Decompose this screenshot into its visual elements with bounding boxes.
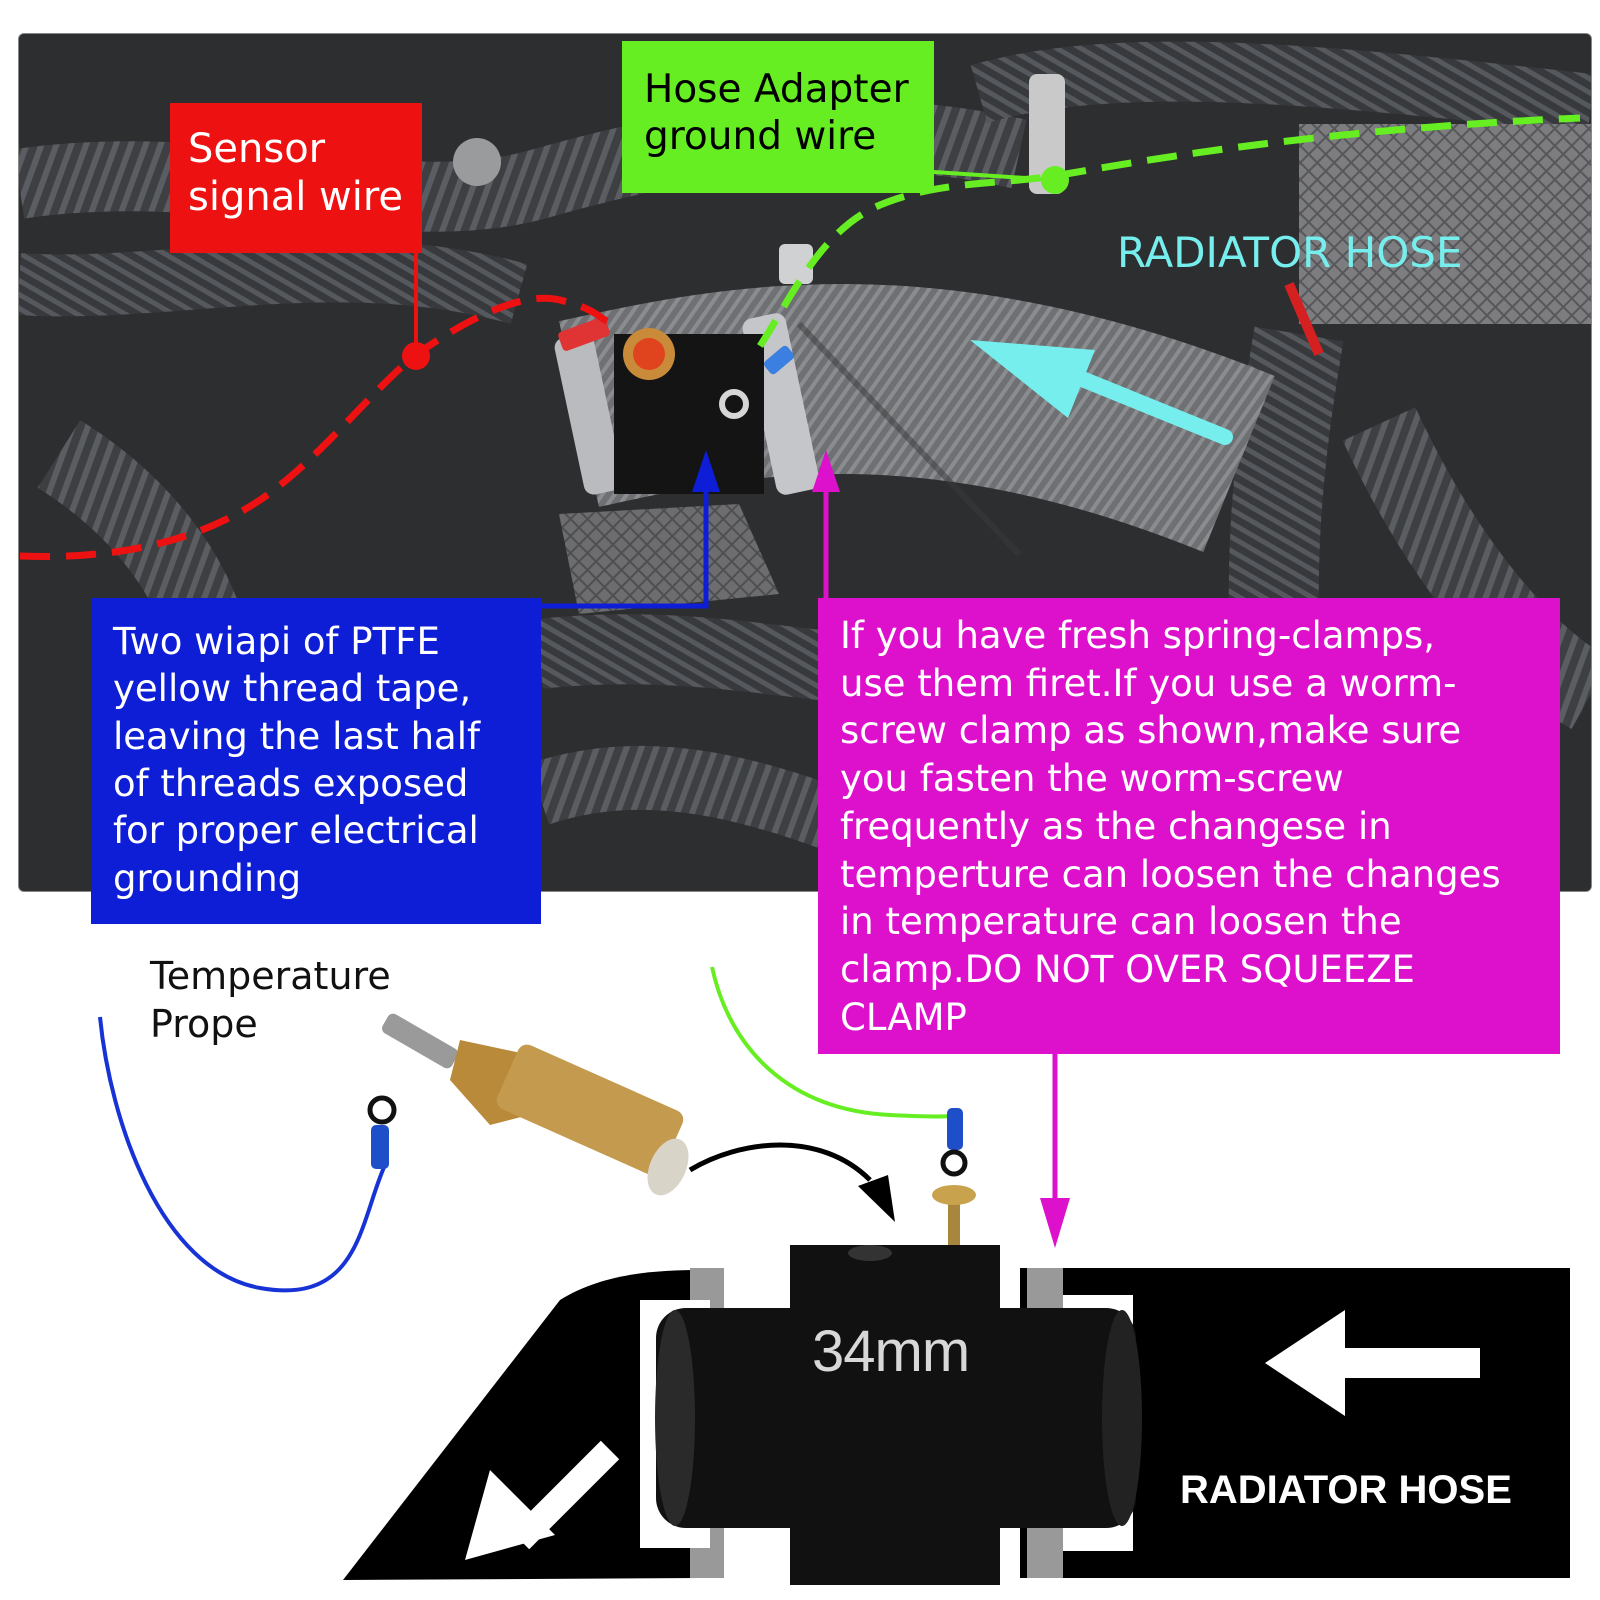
ring-terminal-icon: [940, 1108, 968, 1177]
temperature-probe-label: Temperature Prope: [150, 954, 391, 1047]
flow-arrow-diagonal-icon: [465, 1440, 620, 1560]
sensor-wire-path: [19, 294, 612, 560]
flow-arrow-icon: [970, 340, 1233, 445]
clamp-instructions-text: If you have fresh spring-clamps, use the…: [840, 614, 1501, 1039]
ptfe-tape-callout: Two wiapi of PTFE yellow thread tape, le…: [91, 598, 541, 924]
ground-wire-text: Hose Adapter ground wire: [644, 67, 909, 159]
insert-arrow: [688, 1142, 872, 1182]
sensor-signal-callout: Sensor signal wire: [170, 103, 422, 253]
ground-wire-callout: Hose Adapter ground wire: [622, 41, 934, 193]
adapter-size-label: 34mm: [812, 1319, 970, 1384]
ptfe-tape-text: Two wiapi of PTFE yellow thread tape, le…: [113, 620, 481, 900]
ring-terminal-icon: [367, 1095, 397, 1169]
flow-arrow-left-icon: [1265, 1310, 1480, 1416]
radiator-hose-diagram: [343, 1185, 1570, 1585]
ground-wire-path: [757, 114, 1581, 348]
sensor-signal-text: Sensor signal wire: [188, 126, 404, 220]
clamp-instructions-callout: If you have fresh spring-clamps, use the…: [818, 598, 1560, 1054]
radiator-hose-label-bottom: RADIATOR HOSE: [1180, 1468, 1512, 1512]
ground-leader: [933, 170, 1056, 182]
ground-leader-dot: [1041, 166, 1069, 194]
probe-wire: [98, 1016, 387, 1293]
temperature-probe-illustration: [382, 1013, 689, 1196]
sensor-leader-dot: [402, 342, 430, 370]
ptfe-leader: [541, 490, 709, 609]
radiator-hose-label-top: RADIATOR HOSE: [1117, 228, 1463, 277]
